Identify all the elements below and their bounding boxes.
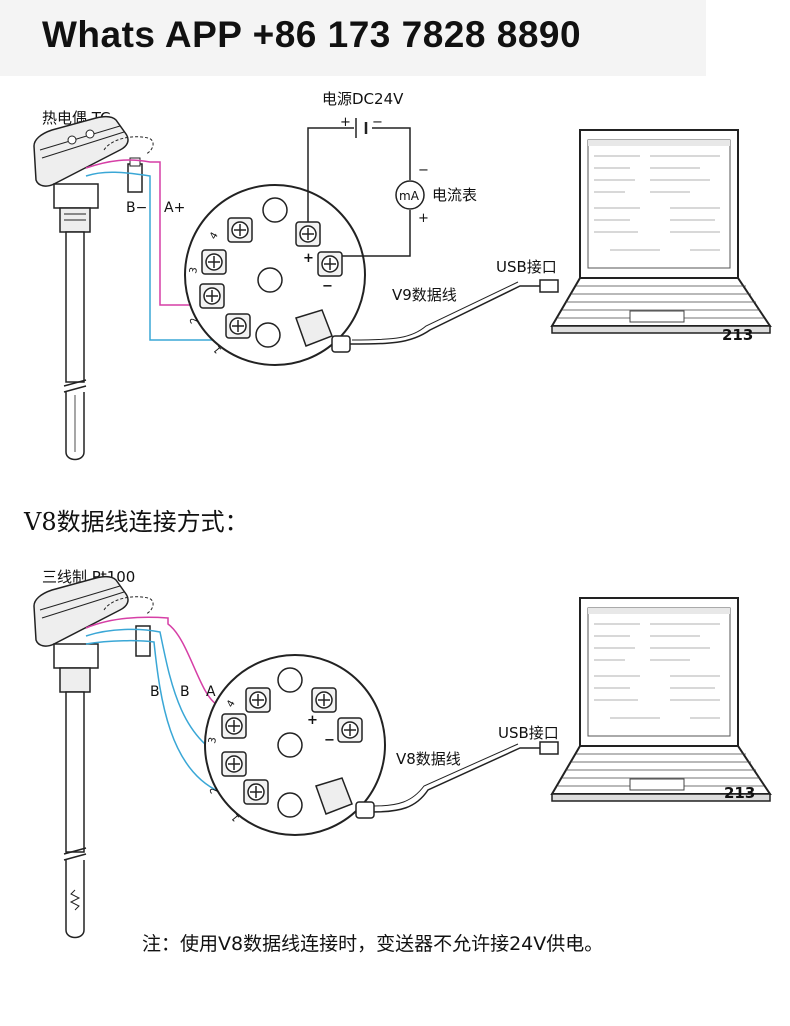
battery-minus: − xyxy=(372,115,383,130)
wire-b-blue xyxy=(85,171,220,341)
terminal-1-label: 1 xyxy=(212,343,225,355)
svg-text:−: − xyxy=(324,733,335,748)
ammeter-minus: − xyxy=(418,163,429,178)
banner-text: Whats APP +86 173 7828 8890 xyxy=(42,14,582,55)
wire-b2-label: B xyxy=(180,684,190,700)
pt100-diagram: 三线制 Pt100 B B A xyxy=(33,568,771,939)
power-wire xyxy=(307,127,411,222)
cable-label-v9: V9数据线 xyxy=(392,286,457,304)
wire-b-label: B− xyxy=(126,200,147,216)
ammeter-plus: + xyxy=(418,211,429,226)
laptop-1 xyxy=(551,129,771,334)
wire-b1-label: B xyxy=(150,684,160,700)
laptop-model-2: 213 xyxy=(724,784,755,802)
usage-note: 注：使用V8数据线连接时，变送器不允许接24V供电。 xyxy=(142,933,603,955)
laptop-2 xyxy=(551,597,771,802)
terminal-4-label: 4 xyxy=(208,230,221,241)
usb-port-icon xyxy=(295,309,333,347)
usb-label-1: USB接口 xyxy=(496,258,557,276)
wire-a2-label: A xyxy=(206,684,216,700)
transmitter-module-1: + − 4 3 2 1 xyxy=(184,184,366,366)
svg-text:+: + xyxy=(303,251,314,266)
laptop-model-1: 213 xyxy=(722,326,753,344)
ammeter-symbol: mA xyxy=(399,189,420,203)
wire-b-blue-2b xyxy=(85,639,236,793)
terminal2-1-label: 1 xyxy=(230,811,243,823)
section-title: V8数据线连接方式： xyxy=(23,508,249,536)
wire-a-pink-2 xyxy=(85,616,236,707)
thermocouple-probe xyxy=(33,115,154,461)
terminal-2-label: 2 xyxy=(188,315,201,325)
wire-a-label: A+ xyxy=(164,200,185,216)
data-cable-v9 xyxy=(345,285,548,345)
cable-label-v8: V8数据线 xyxy=(396,750,461,768)
terminal2-2-label: 2 xyxy=(208,785,221,795)
terminal2-3-label: 3 xyxy=(207,736,219,744)
usb-port-icon-2 xyxy=(315,777,353,815)
svg-text:+: + xyxy=(307,713,318,728)
terminal-3-label: 3 xyxy=(188,266,200,274)
svg-text:−: − xyxy=(322,279,333,294)
thermocouple-diagram: 热电偶 TC B− A+ + − 4 3 2 1 xyxy=(33,90,771,461)
transmitter-module-2: + − 4 3 2 1 xyxy=(204,654,386,836)
usb-label-2: USB接口 xyxy=(498,724,559,742)
ammeter-icon xyxy=(395,180,425,210)
ammeter-label: 电流表 xyxy=(432,186,477,204)
data-cable-v8 xyxy=(371,747,548,813)
battery-plus: + xyxy=(340,115,351,130)
wire-a-pink xyxy=(85,159,196,306)
power-label: 电源DC24V xyxy=(322,90,404,108)
terminal2-4-label: 4 xyxy=(225,698,238,709)
pt100-probe xyxy=(33,575,154,939)
contact-banner: Whats APP +86 173 7828 8890 xyxy=(0,0,706,76)
